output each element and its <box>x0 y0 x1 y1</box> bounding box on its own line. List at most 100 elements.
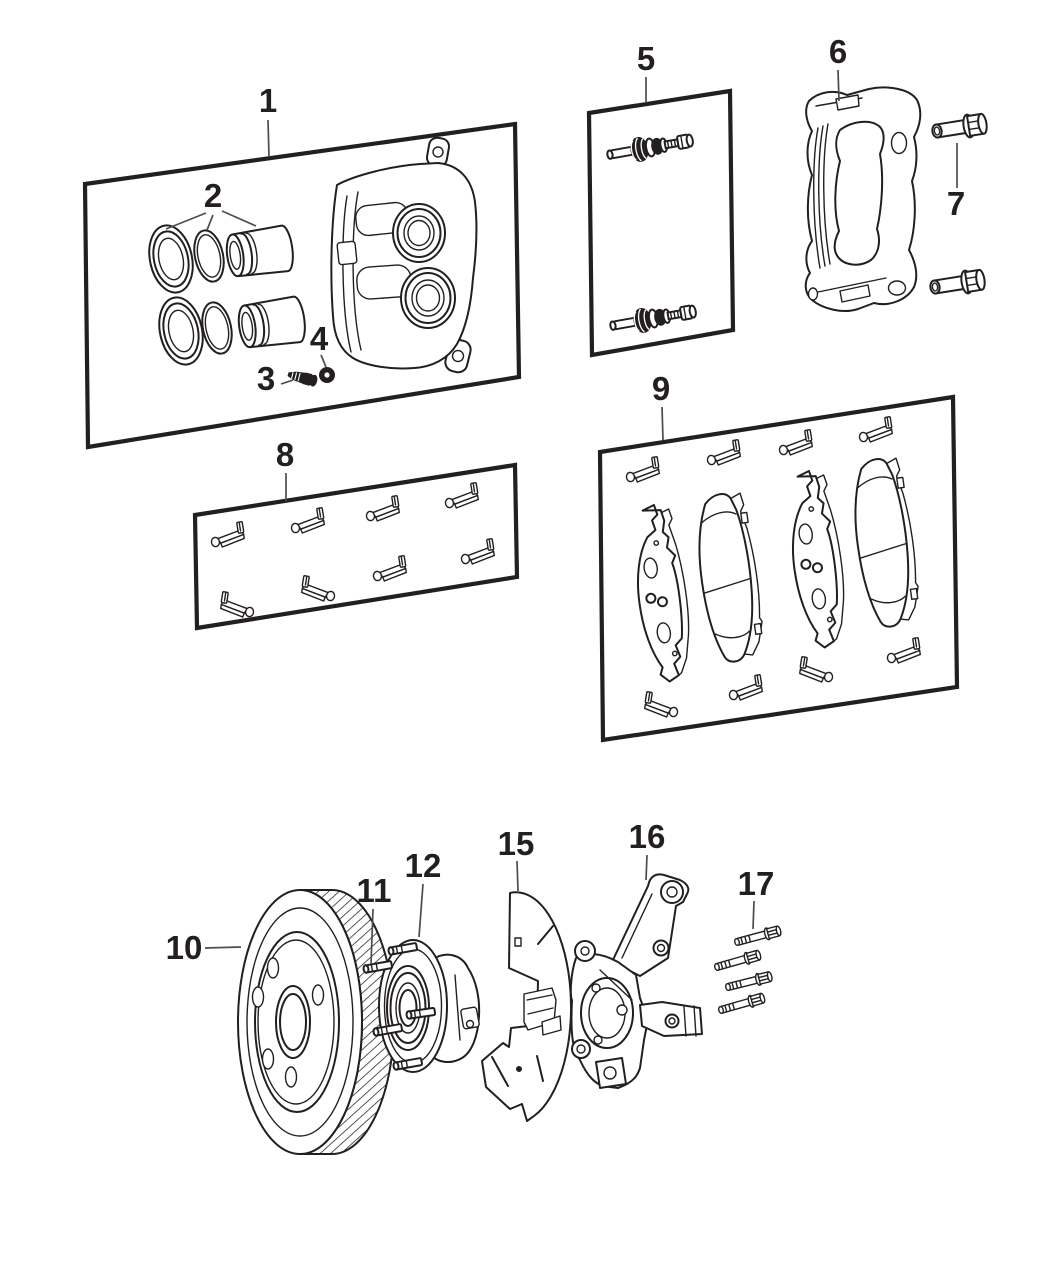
leader-line <box>320 354 327 368</box>
adapter-rail-line <box>813 127 821 269</box>
callout-11: 11 <box>357 872 392 965</box>
caliper-upper-ear <box>425 136 451 168</box>
knuckle-left-hole <box>580 946 590 956</box>
shield-slot <box>536 1055 544 1082</box>
callout-label: 5 <box>637 40 655 77</box>
pad-clip <box>218 590 257 620</box>
caliper-kit-box-outline <box>82 121 522 450</box>
knuckle-bolt <box>716 991 767 1018</box>
knuckle-bolts <box>712 923 783 1018</box>
guide-pin-kit-group <box>586 88 736 358</box>
adapter-rail-line <box>818 125 826 267</box>
leader-line <box>752 900 755 930</box>
leader-line <box>280 379 294 385</box>
shield-square-hole <box>514 937 522 947</box>
caliper-upper-bore <box>392 203 446 263</box>
hardware-clip-kit-group <box>192 462 520 631</box>
callout-9: 9 <box>652 370 670 441</box>
leader-line <box>418 883 424 938</box>
caliper-adapter-bracket <box>804 86 922 312</box>
clip-kit-box-outline <box>192 462 520 631</box>
callout-3: 3 <box>257 360 294 397</box>
callout-17: 17 <box>738 865 775 930</box>
clevis-pin-hole <box>668 1017 676 1025</box>
brake-caliper <box>330 136 478 374</box>
adapter-window <box>833 120 885 266</box>
callout-1: 1 <box>259 82 277 158</box>
leader-line <box>645 854 648 881</box>
callout-4: 4 <box>310 320 329 368</box>
guide-pin-kit-box-outline <box>586 88 736 358</box>
callout-6: 6 <box>829 33 847 102</box>
caliper-piston <box>223 223 297 281</box>
callout-label: 11 <box>357 872 392 909</box>
knuckle-arm-edge <box>621 893 653 959</box>
shield-slot <box>491 1056 509 1087</box>
callout-label: 10 <box>166 929 203 966</box>
callout-label: 1 <box>259 82 277 119</box>
caliper-piston <box>235 294 309 352</box>
callout-label: 12 <box>405 847 442 884</box>
leader-line <box>267 119 270 158</box>
callout-label: 7 <box>947 185 965 222</box>
brake-pad-inner <box>625 501 699 686</box>
piston-seal <box>196 298 238 358</box>
abs-sensor-tab <box>460 1006 480 1030</box>
knuckle-lower-hole <box>576 1044 586 1054</box>
leader-line <box>221 210 257 227</box>
adapter-bottom-step <box>839 284 871 303</box>
callout-label: 17 <box>738 865 775 902</box>
piston-boot <box>152 292 210 370</box>
callout-8: 8 <box>276 436 294 501</box>
pad-clip <box>363 494 402 524</box>
pad-clip <box>726 673 765 703</box>
hub-bearing-assembly <box>361 939 481 1073</box>
adapter-bottom-edge <box>817 277 887 293</box>
adapter-bolt <box>927 266 988 301</box>
pad-clip <box>797 655 836 685</box>
brake-rotor <box>237 889 395 1155</box>
shield-outline <box>481 891 573 1122</box>
knuckle-foot-hole <box>603 1066 617 1080</box>
pad-clip <box>370 554 409 584</box>
brake-pad-outer <box>845 454 926 631</box>
pad-clip <box>642 690 681 720</box>
callouts: 1 2 3 4 5 6 7 8 <box>166 33 966 966</box>
leader-line <box>370 908 374 965</box>
callout-7: 7 <box>947 143 965 222</box>
caliper-lower-bore <box>400 267 456 329</box>
callout-label: 2 <box>204 177 222 214</box>
brake-pad-inner <box>780 467 854 652</box>
callout-label: 9 <box>652 370 670 407</box>
caliper-bridge-line <box>342 195 352 353</box>
knuckle-bolt-hole <box>616 1004 628 1016</box>
leader-line <box>206 214 214 231</box>
housing-edge-line <box>454 974 461 1041</box>
rotor-lug-holes <box>251 957 325 1088</box>
callout-2: 2 <box>165 177 257 231</box>
callout-15: 15 <box>498 825 534 892</box>
steering-knuckle <box>569 873 703 1089</box>
callout-label: 6 <box>829 33 847 70</box>
callout-12: 12 <box>405 847 442 938</box>
rotor-hub-ring <box>257 939 335 1105</box>
knuckle-arm-hole-inner <box>656 943 666 953</box>
pad-clip <box>458 537 497 567</box>
caliper-guide-pin <box>604 127 696 168</box>
callout-label: 8 <box>276 436 294 473</box>
rotor-center-bore-ring <box>279 993 307 1051</box>
leader-line <box>661 406 664 441</box>
pad-clip <box>288 506 327 536</box>
caliper-bridge-line <box>352 191 362 351</box>
shield-rivet <box>516 1066 522 1072</box>
adapter-bolt <box>929 110 990 145</box>
caliper-guide-pin <box>607 298 699 339</box>
callout-10: 10 <box>166 929 242 966</box>
brake-pad-outer <box>689 489 770 666</box>
callout-16: 16 <box>629 818 665 881</box>
leader-line <box>516 860 519 892</box>
pad-clip <box>776 428 815 458</box>
caliper-lower-ear <box>444 338 472 374</box>
